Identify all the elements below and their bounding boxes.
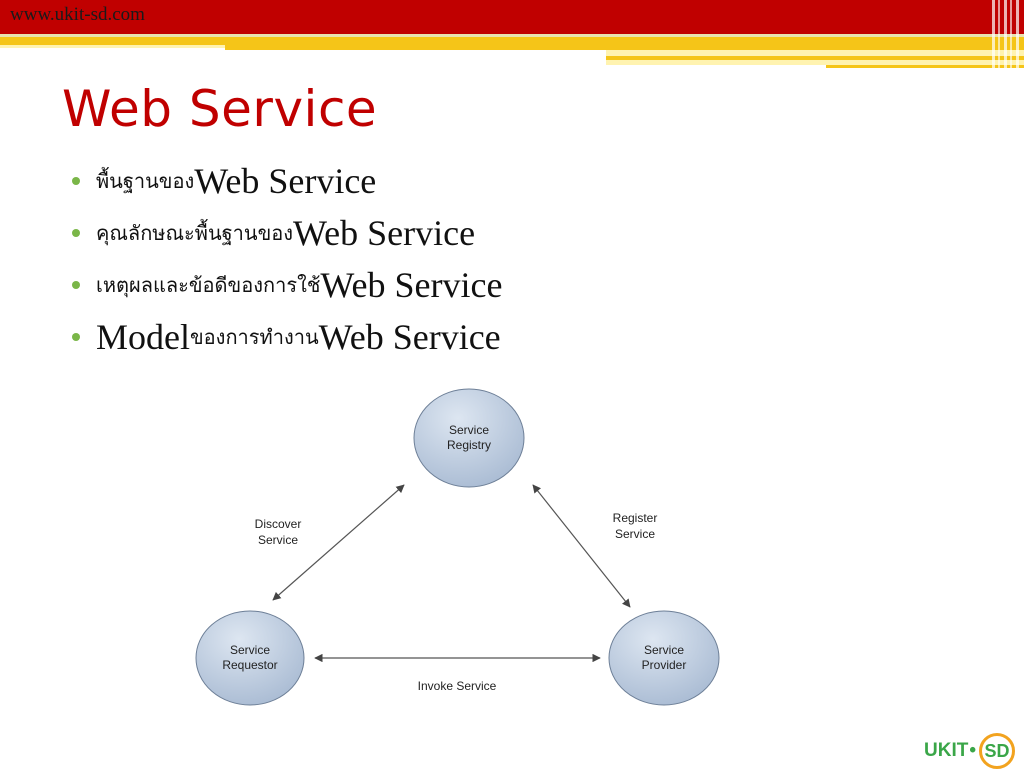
bullet-english-text: Web Service	[318, 317, 501, 357]
bullet-item: เหตุผลและข้อดีของการใช้ Web Service	[72, 259, 502, 311]
registry-label-line2: Registry	[447, 438, 491, 452]
bullet-item: Model ของการทำงาน Web Service	[72, 311, 502, 363]
logo-text: UKIT	[924, 740, 969, 761]
bullet-english-prefix: Model	[96, 317, 190, 357]
invoke-label: Invoke Service	[418, 679, 497, 693]
provider-label-line1: Service	[644, 643, 684, 657]
discover-label-line2: Service	[258, 533, 298, 547]
bullet-dot-icon	[72, 229, 80, 237]
bullet-list: พื้นฐานของ Web Service คุณลักษณะพื้นฐานข…	[72, 155, 502, 363]
register-edge	[532, 484, 631, 608]
discover-edge	[272, 484, 405, 601]
bullet-thai-text: เหตุผลและข้อดีของการใช้	[96, 273, 321, 297]
header-banner: www.ukit-sd.com	[0, 0, 1024, 70]
requestor-label-line2: Requestor	[222, 658, 277, 672]
service-provider-node: Service Provider	[608, 610, 720, 706]
slide-title: Web Service	[62, 80, 378, 138]
bullet-thai-text: ของการทำงาน	[190, 325, 319, 349]
register-label-line1: Register	[613, 511, 658, 525]
service-registry-node: Service Registry	[413, 388, 525, 488]
bullet-dot-icon	[72, 177, 80, 185]
banner-stripes	[0, 0, 1024, 70]
bullet-thai-text: คุณลักษณะพื้นฐานของ	[96, 221, 294, 245]
requestor-label-line1: Service	[230, 643, 270, 657]
bullet-item: พื้นฐานของ Web Service	[72, 155, 502, 207]
web-service-diagram: Service Registry Service Requestor Servi…	[195, 388, 720, 706]
ukit-sd-logo: UKIT • SD	[924, 733, 1015, 769]
bullet-english-text: Web Service	[320, 265, 503, 305]
bullet-dot-icon	[72, 281, 80, 289]
logo-sd-mark: SD	[978, 733, 1015, 769]
bullet-thai-text: พื้นฐานของ	[96, 169, 195, 193]
bullet-english-text: Web Service	[293, 213, 476, 253]
site-url: www.ukit-sd.com	[10, 4, 145, 25]
logo-dot-icon: •	[969, 740, 976, 761]
discover-label-line1: Discover	[255, 517, 302, 531]
bullet-item: คุณลักษณะพื้นฐานของ Web Service	[72, 207, 502, 259]
service-requestor-node: Service Requestor	[195, 610, 305, 706]
bullet-dot-icon	[72, 333, 80, 341]
provider-label-line2: Provider	[642, 658, 687, 672]
registry-label-line1: Service	[449, 423, 489, 437]
bullet-english-text: Web Service	[194, 161, 377, 201]
register-label-line2: Service	[615, 527, 655, 541]
